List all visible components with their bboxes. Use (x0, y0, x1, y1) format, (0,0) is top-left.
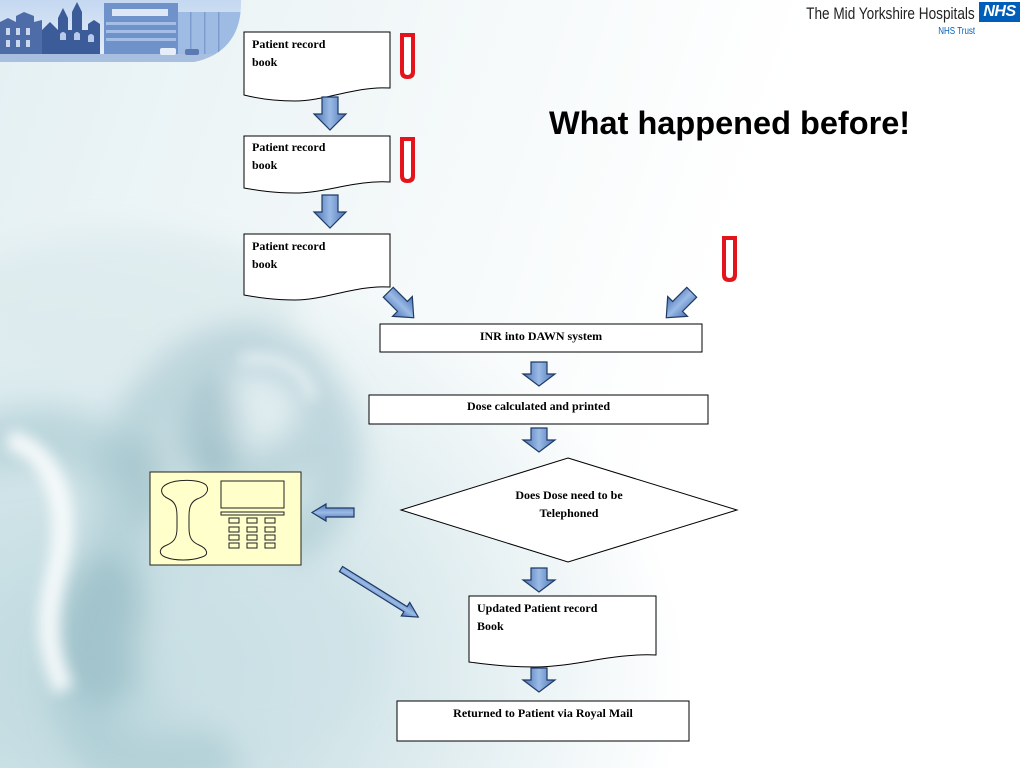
blood-sample-tube-icon (400, 33, 415, 79)
decision-line1: Does Dose need to be (515, 488, 623, 502)
trust-label: NHS Trust (938, 26, 975, 37)
telephone-key (264, 526, 276, 533)
down-arrow-icon (521, 567, 557, 593)
record-book-3-line2: book (252, 257, 278, 271)
telephone-key (228, 526, 240, 533)
telephone-display-ledge (220, 511, 285, 516)
chapel-window (74, 32, 80, 40)
down-left-arrow-icon (665, 286, 698, 319)
telephone-key (246, 534, 258, 541)
down-arrow-icon (521, 361, 557, 387)
updated-record-book-line2: Book (477, 619, 504, 633)
telephone-display (220, 480, 285, 509)
decision-line2: Telephoned (539, 506, 599, 520)
telephone-key (246, 517, 258, 524)
glass-mullion (218, 12, 220, 54)
tube-interior (726, 240, 733, 278)
down-right-arrow-icon (382, 286, 415, 319)
background-shade (191, 375, 239, 485)
telephone-key (246, 542, 258, 549)
down-arrow-icon (521, 427, 557, 453)
background-highlights (5, 353, 317, 695)
record-book-2-line2: book (252, 158, 278, 172)
glass-mullion (204, 12, 206, 54)
tube-interior (404, 37, 411, 75)
telephone-key (228, 542, 240, 549)
decision-label: Does Dose need to be Telephoned (401, 486, 737, 522)
record-book-1-label: Patient record book (252, 35, 325, 71)
building-window (26, 28, 30, 35)
down-arrow-icon (312, 194, 348, 229)
tube-interior (404, 141, 411, 179)
window-band (106, 22, 176, 25)
down-arrow-icon (521, 667, 557, 693)
record-book-3-line1: Patient record (252, 239, 326, 253)
background-swirl (140, 560, 380, 740)
background-highlight (5, 430, 74, 695)
telephone-handset (159, 479, 209, 561)
dose-step-label: Dose calculated and printed (466, 399, 610, 413)
hospital-sign (112, 9, 168, 16)
telephone-key (264, 517, 276, 524)
building-window (6, 28, 10, 35)
building-window (16, 28, 20, 35)
chapel-window (88, 34, 94, 42)
updated-record-book-line1: Updated Patient record (477, 601, 598, 615)
chapel-window (60, 32, 66, 40)
record-book-3-document (243, 233, 391, 301)
blood-sample-tube-icon (722, 236, 737, 282)
window-band (106, 38, 176, 41)
record-book-2-document (243, 135, 391, 194)
record-book-2-line1: Patient record (252, 140, 326, 154)
parked-car (185, 49, 199, 55)
telephone-key (264, 534, 276, 541)
record-book-3-label: Patient record book (252, 237, 325, 273)
gothic-chapel (42, 2, 100, 62)
building-window (6, 40, 10, 47)
decision-diamond (399, 457, 739, 563)
background-highlight (239, 353, 317, 401)
banner-ground (0, 54, 241, 62)
window-band (106, 30, 176, 33)
telephone-key (228, 517, 240, 524)
telephone-key (264, 542, 276, 549)
down-right-arrow-icon (338, 565, 420, 618)
record-book-2-label: Patient record book (252, 138, 325, 174)
background-shade (60, 555, 150, 705)
blood-sample-tube-icon (400, 137, 415, 183)
building-window (16, 40, 20, 47)
record-book-1-line1: Patient record (252, 37, 326, 51)
building-window (26, 40, 30, 47)
inr-step-box (379, 323, 703, 353)
left-arrow-icon (310, 502, 355, 523)
record-book-1-document (243, 31, 391, 102)
inr-step-label: INR into DAWN system (479, 329, 603, 343)
banner-scene (0, 0, 241, 62)
stone-building (0, 12, 42, 62)
return-step-label: Returned to Patient via Royal Mail (453, 706, 633, 720)
record-book-1-line2: book (252, 55, 278, 69)
nhs-logo: NHS (979, 2, 1020, 22)
hospital-buildings-photo (0, 0, 241, 62)
glass-mullion (190, 12, 192, 54)
page-title: What happened before! (549, 105, 911, 141)
updated-record-book-document (468, 595, 657, 668)
background-ribbons (0, 230, 380, 768)
telephone-icon (149, 471, 302, 566)
telephone-key (246, 526, 258, 533)
down-arrow-icon (312, 96, 348, 131)
nhs-logo-text: NHS (983, 3, 1016, 20)
organisation-name: The Mid Yorkshire Hospitals (806, 4, 975, 23)
dose-step-box (368, 394, 709, 425)
return-step-box (396, 700, 690, 742)
telephone-key (228, 534, 240, 541)
parked-car (160, 48, 176, 55)
updated-record-book-label: Updated Patient record Book (477, 599, 597, 635)
